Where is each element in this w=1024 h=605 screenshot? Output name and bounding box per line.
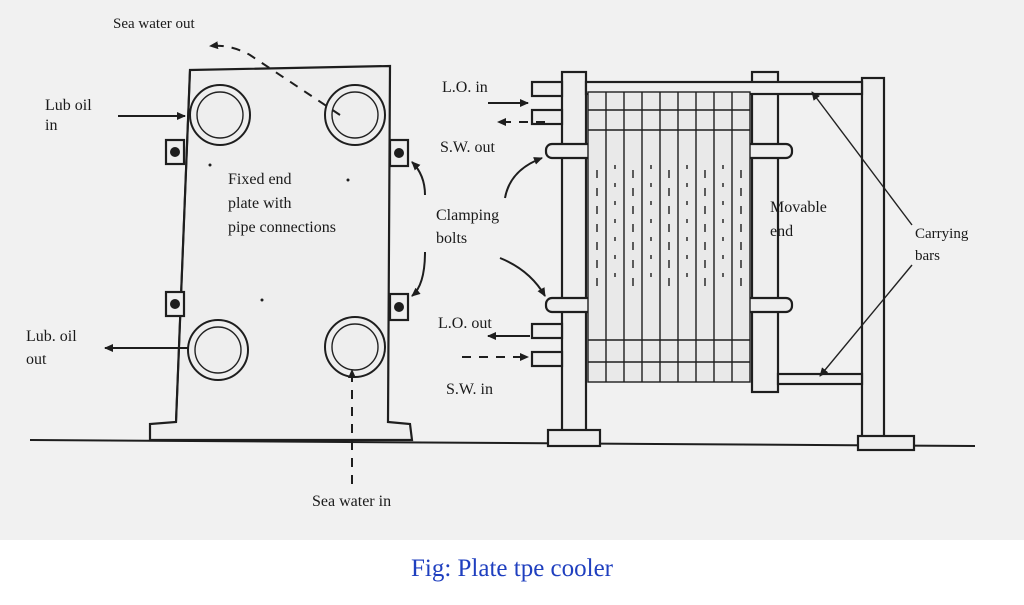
label-lo-in: L.O. in — [442, 79, 488, 96]
label-carrying-1: Carrying — [915, 226, 969, 242]
label-movable-1: Movable — [770, 199, 827, 216]
sea-water-out-arrow — [209, 41, 341, 116]
label-carrying-2: bars — [915, 248, 940, 264]
clamping-leader-right-top — [504, 157, 543, 199]
plates — [587, 91, 751, 383]
label-fixed-end-3: pipe connections — [228, 219, 336, 236]
label-fixed-end-2: plate with — [228, 195, 292, 212]
label-clamping-1: Clamping — [436, 207, 499, 224]
label-movable-2: end — [770, 223, 793, 240]
label-sw-in: S.W. in — [446, 381, 493, 398]
port-sea-water-out — [324, 84, 386, 146]
carrying-leader-bottom — [819, 264, 913, 377]
label-sw-out: S.W. out — [440, 139, 496, 156]
fixed-end-plate — [148, 64, 414, 442]
port-lub-oil-in — [189, 84, 251, 146]
label-lub-oil-out-2: out — [26, 351, 47, 368]
label-sea-water-out: Sea water out — [113, 16, 195, 32]
label-fixed-end-1: Fixed end — [228, 171, 292, 188]
label-sea-water-in: Sea water in — [312, 493, 391, 510]
label-lub-oil-out-1: Lub. oil — [26, 328, 77, 345]
clamping-leader-right-bottom — [499, 257, 546, 297]
label-lo-out: L.O. out — [438, 315, 492, 332]
figure-caption: Fig: Plate tpe cooler — [410, 555, 614, 582]
clamping-leader-left-top — [411, 161, 426, 196]
label-lub-oil-in-1: Lub oil — [45, 97, 92, 114]
port-lub-oil-out — [187, 319, 249, 381]
clamping-leader-left-bottom — [411, 251, 426, 297]
plate-cooler-diagram: Sea water out Lub oil in Fixed end plate… — [0, 0, 1024, 540]
label-lub-oil-in-2: in — [45, 117, 57, 134]
bolt-lug — [164, 138, 410, 322]
label-clamping-2: bolts — [436, 230, 467, 247]
carrying-leader-top — [811, 91, 913, 226]
